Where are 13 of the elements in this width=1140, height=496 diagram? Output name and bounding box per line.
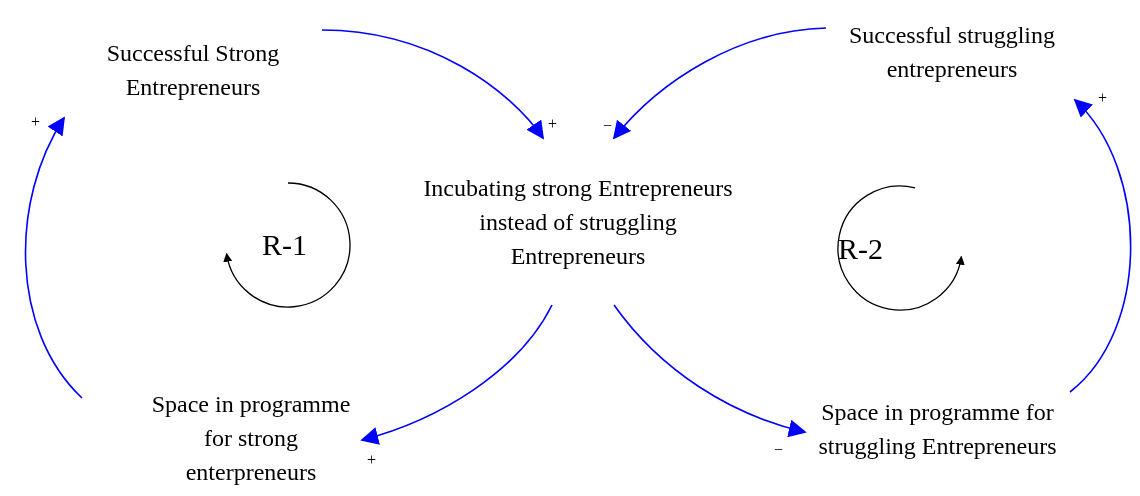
loop-label: R-1 bbox=[262, 228, 307, 262]
arrow bbox=[24, 116, 83, 399]
variable-label: Incubating strong Entrepreneurs instead of struggling Entrepreneurs bbox=[422, 173, 734, 271]
variable-label: Space in programme for struggling Entrepreneurs bbox=[817, 398, 1058, 461]
arrow bbox=[321, 29, 545, 140]
variable-label: Successful Strong Entrepreneurs bbox=[105, 39, 281, 102]
arrow bbox=[1069, 98, 1132, 393]
variable-label: Successful struggling entrepreneurs bbox=[848, 21, 1056, 84]
arrow bbox=[360, 304, 553, 445]
loop-label: R-2 bbox=[838, 232, 883, 266]
arrow bbox=[612, 27, 827, 140]
arrow bbox=[613, 304, 807, 437]
variable-label: Space in programme for strong enterpreneurs bbox=[150, 389, 352, 487]
